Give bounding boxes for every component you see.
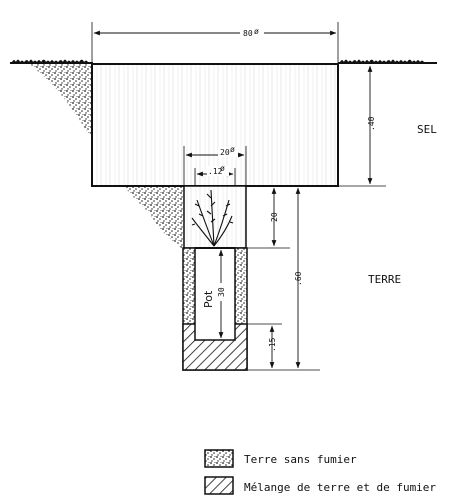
dim-pot-width: .12 ø xyxy=(194,164,236,186)
dim-base-depth: .15 xyxy=(247,323,282,369)
hole-upper xyxy=(183,185,247,249)
soil-slope xyxy=(30,64,184,250)
dim-inner-width: 20 ø xyxy=(183,145,247,186)
legend-soil-swatch xyxy=(204,449,234,468)
plant-icon xyxy=(191,189,234,247)
top-width-value: 80 xyxy=(243,29,253,38)
top-width-unit: ø xyxy=(254,27,259,36)
pot-depth-value: 30 xyxy=(217,287,226,297)
legend-soil-label: Terre sans fumier xyxy=(244,453,357,466)
dim-upper-depth: 20 xyxy=(246,187,290,249)
inner-width-unit: ø xyxy=(230,145,235,154)
sel-label: SEL xyxy=(417,123,437,136)
dim-top-width: 80 ø xyxy=(91,22,339,63)
upper-depth-value: 20 xyxy=(270,212,279,222)
dim-salt-depth: .40 xyxy=(338,65,386,187)
pot-width-value: .12 xyxy=(208,167,223,176)
legend: Terre sans fumier Mélange de terre et de… xyxy=(204,449,436,495)
base-depth-value: .15 xyxy=(268,337,277,352)
terre-label: TERRE xyxy=(368,273,401,286)
dim-pot-depth: 30 xyxy=(215,249,227,339)
dim-lower-depth: .60 xyxy=(247,187,320,371)
pot-label: Pot xyxy=(202,290,215,308)
legend-mix-label: Mélange de terre et de fumier xyxy=(244,481,436,494)
lower-depth-value: .60 xyxy=(294,271,303,286)
ground-surface xyxy=(10,59,437,65)
legend-mix-swatch xyxy=(204,476,234,495)
salt-depth-value: .40 xyxy=(367,116,376,131)
inner-width-value: 20 xyxy=(220,148,230,157)
pot-width-unit: ø xyxy=(220,164,225,173)
